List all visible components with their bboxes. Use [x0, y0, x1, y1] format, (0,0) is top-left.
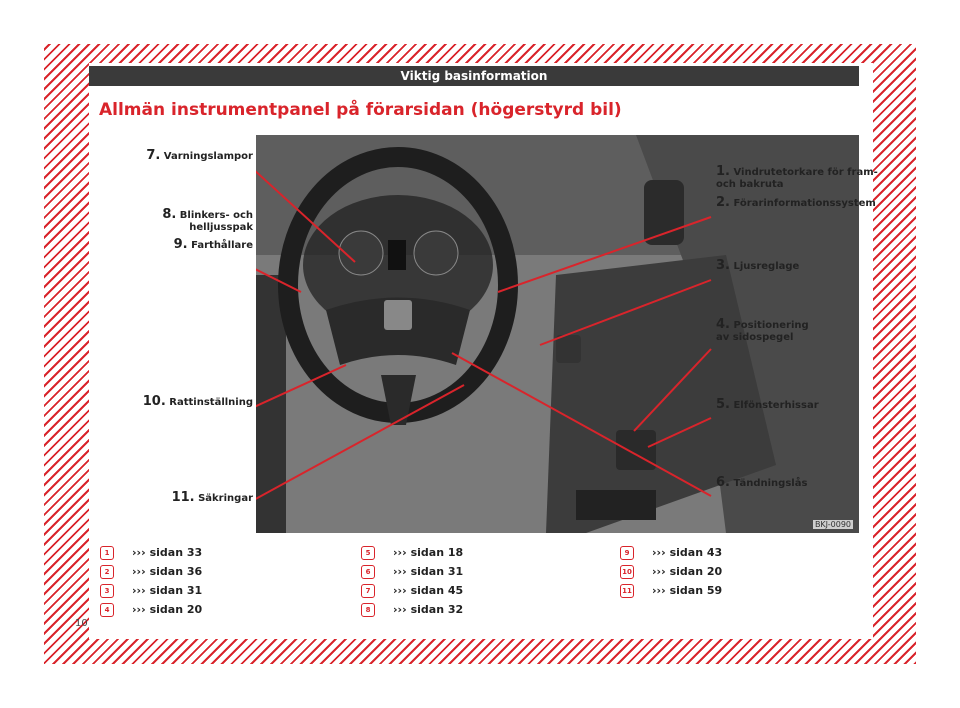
callout-9: 9. Farthållare — [173, 237, 253, 252]
ref-item[interactable]: 7›››sidan 45 — [361, 581, 463, 600]
ref-item[interactable]: 10›››sidan 20 — [620, 562, 722, 581]
callout-11: 11. Säkringar — [171, 490, 253, 505]
ref-item[interactable]: 3›››sidan 31 — [100, 581, 202, 600]
ref-item[interactable]: 4›››sidan 20 — [100, 600, 202, 619]
ref-badge: 11 — [620, 583, 634, 598]
ref-badge: 3 — [100, 583, 114, 598]
callout-3: 3. Ljusreglage — [716, 258, 800, 273]
refs-column-2: 5›››sidan 18 6›››sidan 31 7›››sidan 45 8… — [361, 543, 463, 619]
ref-badge: 9 — [620, 545, 634, 560]
page-number: 10 — [75, 618, 88, 629]
ref-badge: 10 — [620, 564, 634, 579]
ref-badge: 6 — [361, 564, 375, 579]
callout-2: 2. Förarinformationssystem — [716, 195, 876, 210]
refs-column-3: 9›››sidan 43 10›››sidan 20 11›››sidan 59 — [620, 543, 722, 600]
ref-item[interactable]: 6›››sidan 31 — [361, 562, 463, 581]
refs-column-1: 1›››sidan 33 2›››sidan 36 3›››sidan 31 4… — [100, 543, 202, 619]
page-content: Viktig basinformation Allmän instrumentp… — [75, 63, 878, 639]
ref-item[interactable]: 9›››sidan 43 — [620, 543, 722, 562]
ref-badge: 5 — [361, 545, 375, 560]
ref-badge: 7 — [361, 583, 375, 598]
dashboard-figure: BKJ-0090 — [256, 135, 859, 533]
callout-5: 5. Elfönsterhissar — [716, 397, 819, 412]
ref-item[interactable]: 2›››sidan 36 — [100, 562, 202, 581]
ref-badge: 4 — [100, 602, 114, 617]
section-header: Viktig basinformation — [89, 66, 859, 86]
ref-item[interactable]: 11›››sidan 59 — [620, 581, 722, 600]
figure-code: BKJ-0090 — [812, 520, 853, 529]
callout-6: 6. Tändningslås — [716, 475, 808, 490]
ref-badge: 2 — [100, 564, 114, 579]
callout-7: 7. Varningslampor — [146, 148, 253, 163]
dashboard-illustration — [256, 135, 859, 533]
ref-item[interactable]: 8›››sidan 32 — [361, 600, 463, 619]
page-title: Allmän instrumentpanel på förarsidan (hö… — [99, 100, 622, 120]
callout-1: 1. Vindrutetorkare för fram-och bakruta — [716, 164, 878, 190]
ref-item[interactable]: 1›››sidan 33 — [100, 543, 202, 562]
ref-badge: 1 — [100, 545, 114, 560]
callout-10: 10. Rattinställning — [142, 394, 253, 409]
ref-item[interactable]: 5›››sidan 18 — [361, 543, 463, 562]
ref-badge: 8 — [361, 602, 375, 617]
